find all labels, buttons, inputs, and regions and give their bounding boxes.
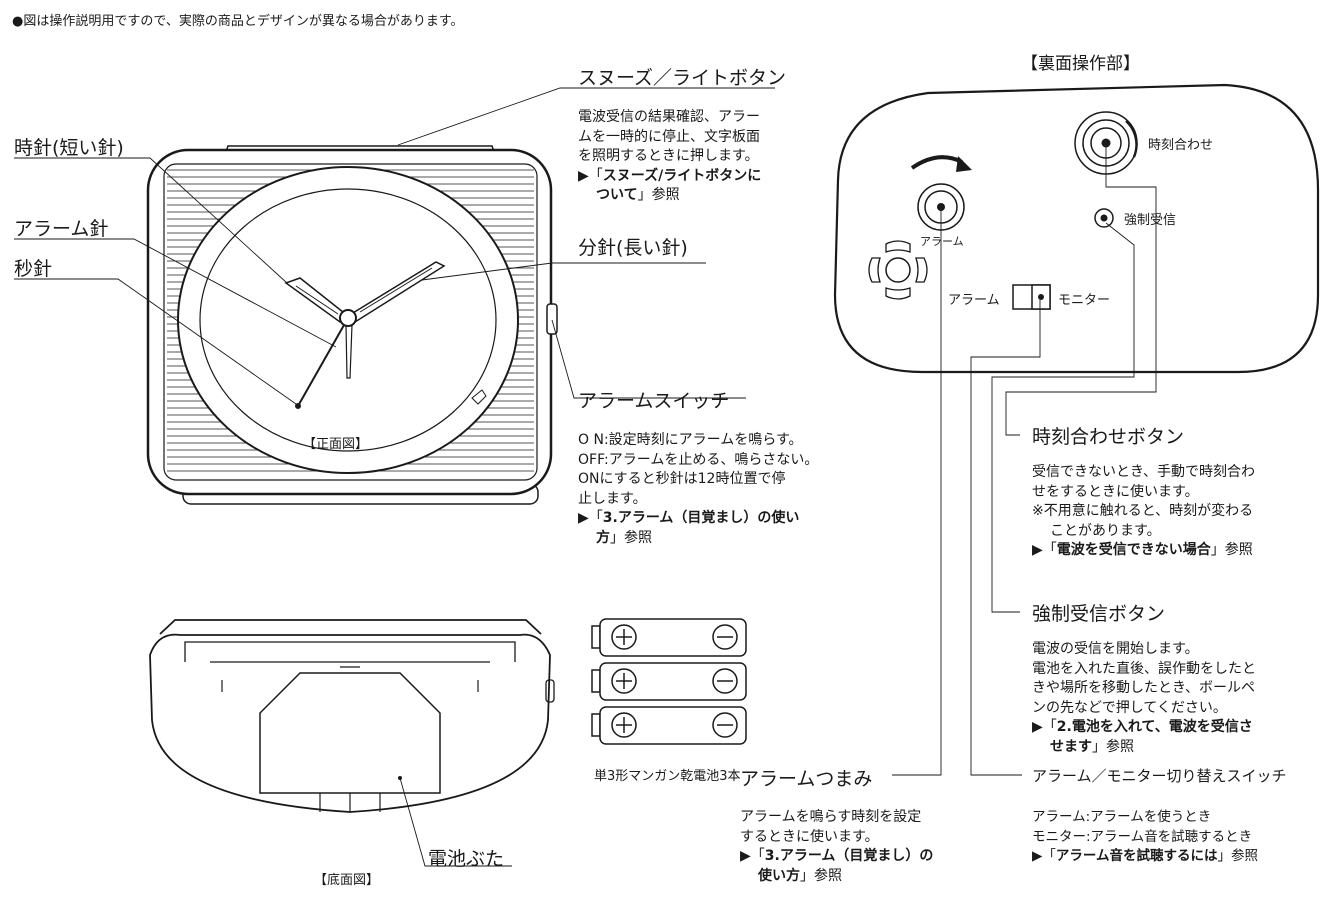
alarm-switch-desc: O N:設定時刻にアラームを鳴らす。 OFF:アラームを止める、鳴らさない。 O… — [578, 432, 819, 546]
bottom-view-drawing — [149, 619, 555, 813]
back-panel-drawing — [833, 83, 1320, 374]
battery-cover-label: 電池ぶた — [428, 848, 505, 870]
force-button-desc: 電波の受信を開始します。 電池を入れた直後、誤作動をしたと きや場所を移動したと… — [1032, 641, 1256, 755]
time-set-button-desc: 受信できないとき、手動で時刻合わ せをするときに使います。 ※不用意に触れると、… — [1032, 463, 1255, 561]
alarm-knob-desc: アラームを鳴らす時刻を設定 するときに使います。 ▶「3.アラーム（目覚まし）の… — [740, 809, 934, 884]
bottom-view-caption: 【底面図】 — [314, 873, 380, 888]
time-set-ref: ▶「電波を受信できない場合」参照 — [1032, 542, 1253, 558]
minute-hand-label: 分針(長い針) — [578, 237, 688, 259]
back-panel-caption: 【裏面操作部】 — [1021, 54, 1140, 74]
alarm-hand-label: アラーム針 — [14, 218, 109, 240]
force-ref: ▶「2.電池を入れて、電波を受信さ — [1032, 719, 1253, 735]
hour-hand-label: 時針(短い針) — [14, 137, 124, 159]
front-view-caption: 【正面図】 — [303, 437, 369, 452]
force-small-label: 強制受信 — [1124, 213, 1177, 228]
disclaimer-note: ●図は操作説明用ですので、実際の商品とデザインが異なる場合があります。 — [12, 14, 464, 29]
batteries — [591, 618, 747, 745]
mode-switch-desc: アラーム:アラームを使うとき モニター:アラーム音を試聴するとき ▶「アラーム音… — [1032, 808, 1258, 867]
battery-note: 単3形マンガン乾電池3本 — [594, 769, 741, 784]
switch-left-label: アラーム — [948, 293, 1000, 308]
snooze-light-title: スヌーズ／ライトボタン — [578, 67, 787, 89]
alarm-knob-small-label: アラーム — [920, 235, 964, 248]
time-set-small-label: 時刻合わせ — [1148, 138, 1214, 153]
snooze-ref: ▶「スヌーズ/ライトボタンに — [578, 167, 762, 184]
switch-right-label: モニター — [1058, 293, 1111, 308]
alarm-switch-title: アラームスイッチ — [578, 390, 730, 412]
force-button-title: 強制受信ボタン — [1032, 603, 1166, 625]
front-leaders — [14, 87, 775, 405]
mode-switch-ref: ▶「アラーム音を試聴するには」参照 — [1032, 848, 1258, 864]
battery-cover-leader — [399, 777, 512, 867]
alarm-knob-title: アラームつまみ — [740, 768, 873, 790]
back-leaders — [892, 147, 1157, 776]
front-clock-drawing — [146, 145, 558, 505]
alarm-knob-ref: ▶「3.アラーム（目覚まし）の — [740, 848, 934, 864]
mode-switch-title: アラーム／モニター切り替えスイッチ — [1032, 767, 1287, 785]
time-set-button-title: 時刻合わせボタン — [1032, 426, 1185, 448]
alarm-switch-ref: ▶「3.アラーム（目覚まし）の使い — [578, 510, 800, 526]
snooze-light-desc: 電波受信の結果確認、アラー ムを一時的に停止、文字板面 を照明するときに押します… — [578, 109, 762, 203]
second-hand-label: 秒針 — [14, 258, 53, 280]
